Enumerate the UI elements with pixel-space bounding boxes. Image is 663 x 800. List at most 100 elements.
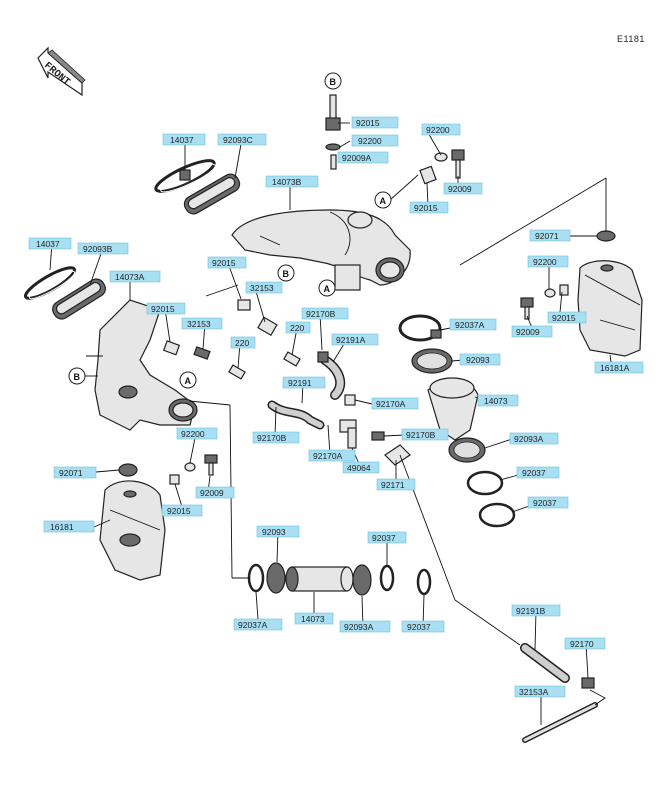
svg-text:92170: 92170 (570, 639, 594, 649)
svg-text:92093C: 92093C (223, 135, 253, 145)
svg-text:92015: 92015 (414, 203, 438, 213)
tank-mount-hardware-left (169, 454, 218, 485)
svg-text:32153A: 32153A (519, 687, 549, 697)
part-label: 92093 (256, 525, 300, 538)
svg-text:92037: 92037 (522, 468, 546, 478)
svg-text:220: 220 (290, 323, 304, 333)
part-label: 32153A (514, 685, 566, 698)
svg-text:32153: 32153 (250, 283, 274, 293)
clamp-92037-bottom-b (416, 568, 432, 596)
svg-text:14073B: 14073B (272, 177, 302, 187)
svg-text:A: A (380, 196, 387, 206)
svg-text:92009: 92009 (516, 327, 540, 337)
svg-text:49064: 49064 (347, 463, 371, 473)
svg-text:92093A: 92093A (344, 622, 374, 632)
duct-14073-right (427, 377, 479, 441)
pipe-32153a (522, 689, 606, 743)
part-label: 92015 (146, 302, 186, 315)
part-label: 92015 (547, 311, 587, 324)
svg-text:14037: 14037 (170, 135, 194, 145)
svg-text:92191: 92191 (288, 378, 312, 388)
part-label: 14073B (265, 175, 319, 188)
part-label: 92015 (207, 256, 247, 269)
sleeve-92093-bottom (266, 562, 286, 594)
svg-text:B: B (330, 77, 337, 87)
clamp-92037-right-b (478, 502, 516, 528)
tank-mount-hardware-right (520, 284, 569, 320)
part-label: 92200 (351, 134, 399, 147)
diagram-code: E1181 (617, 34, 645, 44)
svg-text:14073: 14073 (484, 396, 508, 406)
part-label: 92170A (371, 397, 419, 410)
svg-text:92015: 92015 (212, 258, 236, 268)
part-label: 92093A (339, 620, 391, 633)
part-label: 92200 (176, 427, 218, 440)
svg-text:92093B: 92093B (83, 244, 113, 254)
clamp-92037-right-a (466, 470, 504, 496)
svg-text:92200: 92200 (181, 429, 205, 439)
svg-text:14037: 14037 (36, 239, 60, 249)
sleeve-92093a-bottom (352, 564, 372, 596)
part-label: 14073A (109, 270, 161, 283)
callout-b-mid: B (277, 264, 295, 282)
grommet-92071-left (118, 463, 138, 477)
tank-16181 (99, 480, 166, 581)
callout-a-mid: A (318, 279, 336, 297)
svg-text:92191B: 92191B (516, 606, 546, 616)
part-label: 92170B (252, 431, 300, 444)
part-label: 92015 (409, 201, 449, 214)
svg-text:92170B: 92170B (306, 309, 336, 319)
part-label: 14073 (294, 612, 334, 625)
svg-text:92093: 92093 (466, 355, 490, 365)
part-label: 92037 (367, 531, 407, 544)
tank-16181a (577, 260, 643, 357)
part-label: 92170B (401, 428, 449, 441)
svg-text:14073: 14073 (301, 614, 325, 624)
part-label: 92037 (401, 620, 445, 633)
part-label: 92037 (527, 496, 569, 509)
part-label: 14037 (162, 133, 206, 146)
svg-text:92037: 92037 (533, 498, 557, 508)
intake-bands-top (154, 159, 241, 215)
part-label: 92015 (161, 504, 203, 517)
duct-14073-bottom (285, 566, 354, 592)
svg-text:92200: 92200 (426, 125, 450, 135)
svg-text:92015: 92015 (167, 506, 191, 516)
svg-text:92009A: 92009A (342, 153, 372, 163)
svg-text:A: A (185, 376, 192, 386)
part-label: 49064 (342, 461, 380, 474)
clamp-92037-bottom-a (379, 564, 395, 592)
part-label: 92009 (511, 325, 553, 338)
svg-text:92009: 92009 (448, 184, 472, 194)
svg-text:92171: 92171 (381, 480, 405, 490)
part-label: 92171 (376, 478, 416, 491)
part-label: 32153 (181, 317, 223, 330)
svg-text:92037A: 92037A (238, 620, 268, 630)
part-label: 220 (230, 336, 256, 349)
part-label: 14037 (28, 237, 72, 250)
svg-text:92170B: 92170B (406, 430, 436, 440)
part-label: 92015 (351, 116, 399, 129)
part-label: 92191 (282, 376, 326, 389)
svg-text:32153: 32153 (187, 319, 211, 329)
hose-92191b (520, 643, 595, 689)
svg-text:A: A (324, 284, 331, 294)
part-label: 92093B (77, 242, 129, 255)
washer-bolt-group-top-right (419, 149, 465, 185)
svg-text:B: B (74, 372, 81, 382)
svg-text:14073A: 14073A (115, 272, 145, 282)
svg-text:92200: 92200 (358, 136, 382, 146)
bolts-32153-group (162, 299, 301, 380)
svg-text:92015: 92015 (552, 313, 576, 323)
part-label: 92093 (459, 353, 501, 366)
svg-text:92191A: 92191A (336, 335, 366, 345)
part-label: 220 (285, 321, 311, 334)
part-label: 92071 (529, 229, 571, 242)
part-label: 14073 (477, 394, 519, 407)
part-label: 92037 (516, 466, 560, 479)
callout-a-top: A (374, 191, 392, 209)
front-arrow-icon: FRONT (37, 46, 86, 97)
svg-text:92093: 92093 (262, 527, 286, 537)
clamp-92037a-bottom (247, 563, 265, 593)
callout-b-left: B (68, 367, 86, 385)
